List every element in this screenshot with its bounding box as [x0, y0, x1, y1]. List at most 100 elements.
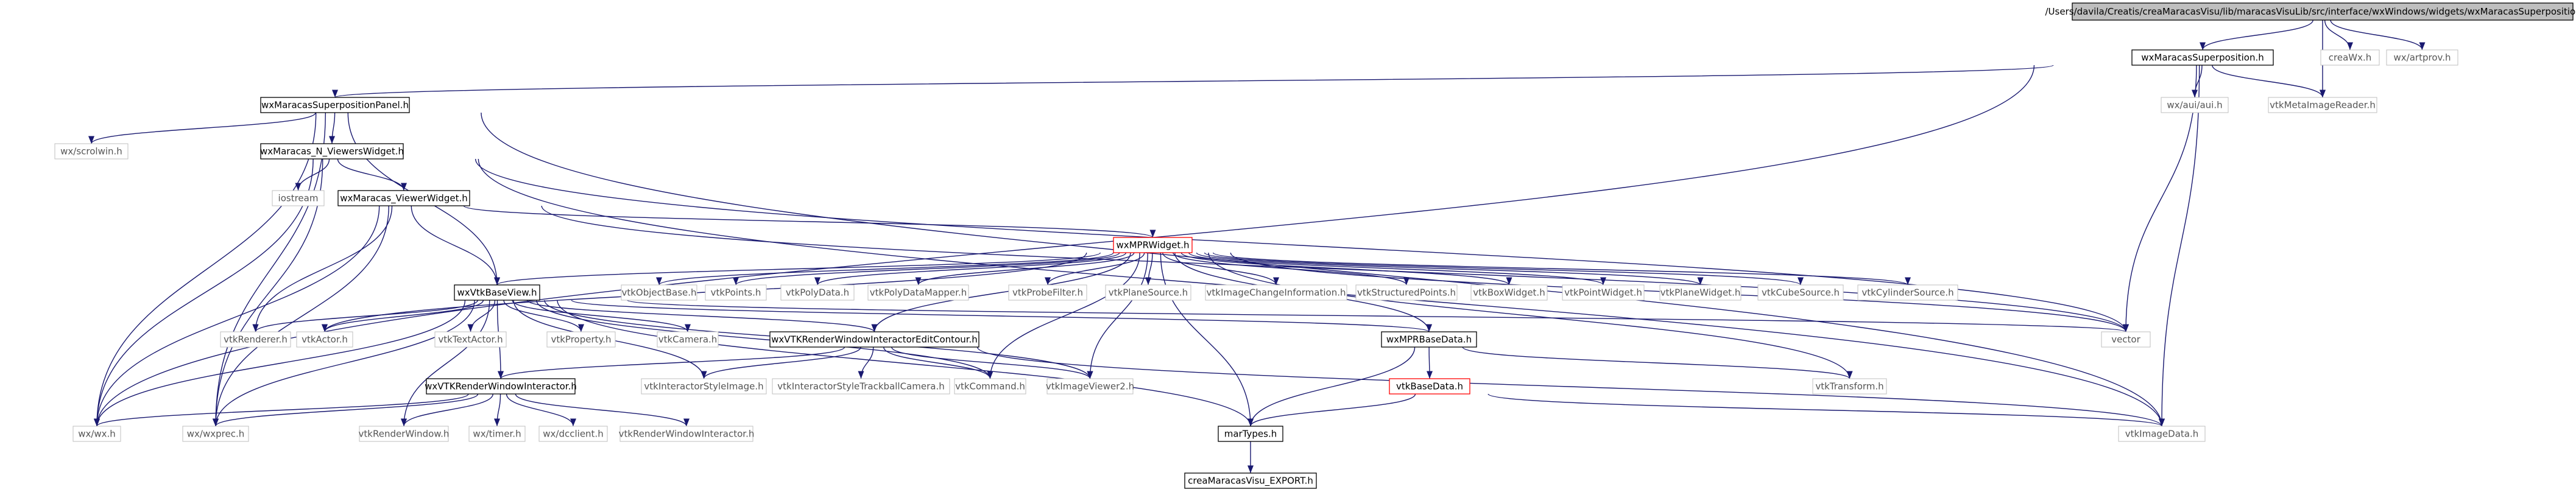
- node-label: wxVtkBaseView.h: [457, 287, 537, 298]
- node-box: [1218, 426, 1283, 442]
- edge-mpr-to-points: [733, 252, 1120, 286]
- node-box: [426, 378, 576, 395]
- edge-mpr-to-pointwidget: [1188, 252, 1606, 286]
- node-box: [772, 378, 950, 395]
- node-mpr[interactable]: wxMPRWidget.h: [1113, 237, 1193, 253]
- node-label: wx/wx.h: [78, 429, 116, 440]
- node-planesource: vtkPlaneSource.h: [1105, 284, 1191, 301]
- node-rwi[interactable]: wxVTKRenderWindowInteractor.h: [425, 378, 577, 395]
- node-box: [705, 284, 767, 301]
- node-label: creaMaracasVisu_EXPORT.h: [1188, 476, 1313, 487]
- node-label: wxMaracas_N_ViewersWidget.h: [260, 146, 404, 158]
- edge-viewerwidget-to-vector: [541, 205, 2129, 332]
- node-property: vtkProperty.h: [546, 331, 616, 348]
- node-martypes[interactable]: marTypes.h: [1218, 426, 1283, 442]
- node-label: vtkTransform.h: [1815, 381, 1883, 392]
- node-iostream: iostream: [272, 190, 325, 206]
- node-label: wxMaracasSuperposition.h: [2141, 52, 2264, 63]
- edge-basev-to-vector: [627, 300, 2128, 332]
- edge-mpr-to-planewidget: [1196, 252, 1704, 286]
- node-polydata: vtkPolyData.h: [780, 284, 855, 301]
- node-box: [468, 426, 526, 442]
- node-basedata[interactable]: vtkBaseData.h: [1389, 378, 1470, 395]
- node-timer: wx/timer.h: [468, 426, 526, 442]
- node-scrolwin: wx/scrolwin.h: [54, 143, 129, 160]
- node-rwiec[interactable]: wxVTKRenderWindowInteractorEditContour.h: [769, 331, 979, 348]
- node-box: [1113, 237, 1193, 253]
- edge-mpr-to-cylsource: [1212, 252, 1911, 286]
- edge-root-to-creawx: [2324, 19, 2354, 51]
- node-box: [2268, 97, 2377, 113]
- edge-rwiec-to-styleimage: [700, 346, 861, 379]
- node-cubesource: vtkCubeSource.h: [1757, 284, 1844, 301]
- node-label: wxMaracasSuperpositionPanel.h: [261, 100, 409, 111]
- node-label: vtkObjectBase.h: [621, 287, 696, 298]
- node-label: wxVTKRenderWindowInteractorEditContour.h: [771, 334, 978, 345]
- node-label: wx/scrolwin.h: [60, 146, 122, 157]
- node-label: wxMPRWidget.h: [1116, 240, 1189, 251]
- node-box: [272, 190, 325, 206]
- edge-basev-to-martypes: [557, 300, 1254, 427]
- edge-mpr-to-imageviewer2: [1087, 252, 1148, 379]
- node-label: vtkActor.h: [302, 334, 348, 345]
- node-box: [1389, 378, 1470, 395]
- node-textactor: vtkTextActor.h: [434, 331, 507, 348]
- node-mprbase[interactable]: wxMPRBaseData.h: [1381, 331, 1477, 348]
- edge-viewerwidget-to-wxprec: [212, 205, 389, 427]
- edge-nviewers-to-iostream: [295, 158, 330, 191]
- edge-superposition_h-to-imagedata: [2158, 65, 2200, 427]
- node-actor: vtkActor.h: [296, 331, 353, 348]
- edge-superposition_h-to-vector: [2122, 65, 2197, 332]
- node-label: vtkImageViewer2.h: [1046, 381, 1134, 392]
- edge-rwiec-to-imageviewer2: [891, 346, 1093, 379]
- node-box: [1381, 331, 1477, 348]
- node-box: [769, 331, 979, 348]
- node-label: vtkRenderWindowInteractor.h: [619, 429, 755, 440]
- edge-basev-to-renderer: [252, 300, 478, 332]
- node-box: [2161, 97, 2229, 113]
- node-basev[interactable]: wxVtkBaseView.h: [454, 284, 540, 301]
- node-box: [1355, 284, 1458, 301]
- node-label: vtkRenderWindow.h: [359, 429, 450, 440]
- node-panel_h[interactable]: wxMaracasSuperpositionPanel.h: [260, 97, 410, 113]
- edge-viewerwidget-to-wxh: [93, 205, 380, 427]
- node-box: [260, 97, 410, 113]
- node-label: vtkCylinderSource.h: [1861, 287, 1953, 298]
- node-box: [1659, 284, 1741, 301]
- edge-panel_h-to-nviewers: [328, 112, 336, 144]
- edge-basev-to-wxh: [94, 300, 466, 427]
- node-viewerwidget[interactable]: wxMaracas_ViewerWidget.h: [337, 190, 470, 206]
- node-label: vtkProbeFilter.h: [1012, 287, 1083, 298]
- node-label: wxMPRBaseData.h: [1386, 334, 1472, 345]
- edge-basev-to-textactor: [467, 300, 496, 332]
- node-export[interactable]: creaMaracasVisu_EXPORT.h: [1184, 472, 1317, 489]
- node-root[interactable]: /Users/davila/Creatis/creaMaracasVisu/li…: [2045, 2, 2576, 21]
- edge-nviewers-to-wxprec: [212, 158, 323, 427]
- node-superposition_h[interactable]: wxMaracasSuperposition.h: [2131, 49, 2274, 66]
- node-box: [296, 331, 353, 348]
- edge-mpr-to-polymapper: [915, 252, 1135, 286]
- edge-mpr-to-martypes: [1160, 252, 1254, 427]
- node-box: [1857, 284, 1958, 301]
- node-camera: vtkCamera.h: [657, 331, 719, 348]
- node-label: wx/artprov.h: [2394, 52, 2451, 63]
- node-box: [657, 331, 719, 348]
- node-box: [1470, 284, 1548, 301]
- node-box: [54, 143, 129, 160]
- edge-viewerwidget-to-mpr: [463, 205, 1156, 238]
- node-pointwidget: vtkPointWidget.h: [1562, 284, 1645, 301]
- node-label: wx/wxprec.h: [187, 429, 244, 440]
- node-label: vtkPolyDataMapper.h: [870, 287, 967, 298]
- node-cylsource: vtkCylinderSource.h: [1857, 284, 1958, 301]
- node-styletrack: vtkInteractorStyleTrackballCamera.h: [772, 378, 950, 395]
- node-box: [337, 190, 470, 206]
- edge-superposition_h-to-metalreader: [2212, 65, 2326, 98]
- edge-rwi-to-dcclient: [506, 393, 576, 427]
- node-nviewers[interactable]: wxMaracas_N_ViewersWidget.h: [260, 143, 404, 160]
- edge-rwi-to-rwinteractor: [515, 393, 690, 427]
- node-label: vtkPointWidget.h: [1564, 287, 1642, 298]
- node-box: [1184, 472, 1317, 489]
- edge-rwiec-to-rwi: [498, 346, 845, 379]
- node-imagedata: vtkImageData.h: [2118, 426, 2206, 442]
